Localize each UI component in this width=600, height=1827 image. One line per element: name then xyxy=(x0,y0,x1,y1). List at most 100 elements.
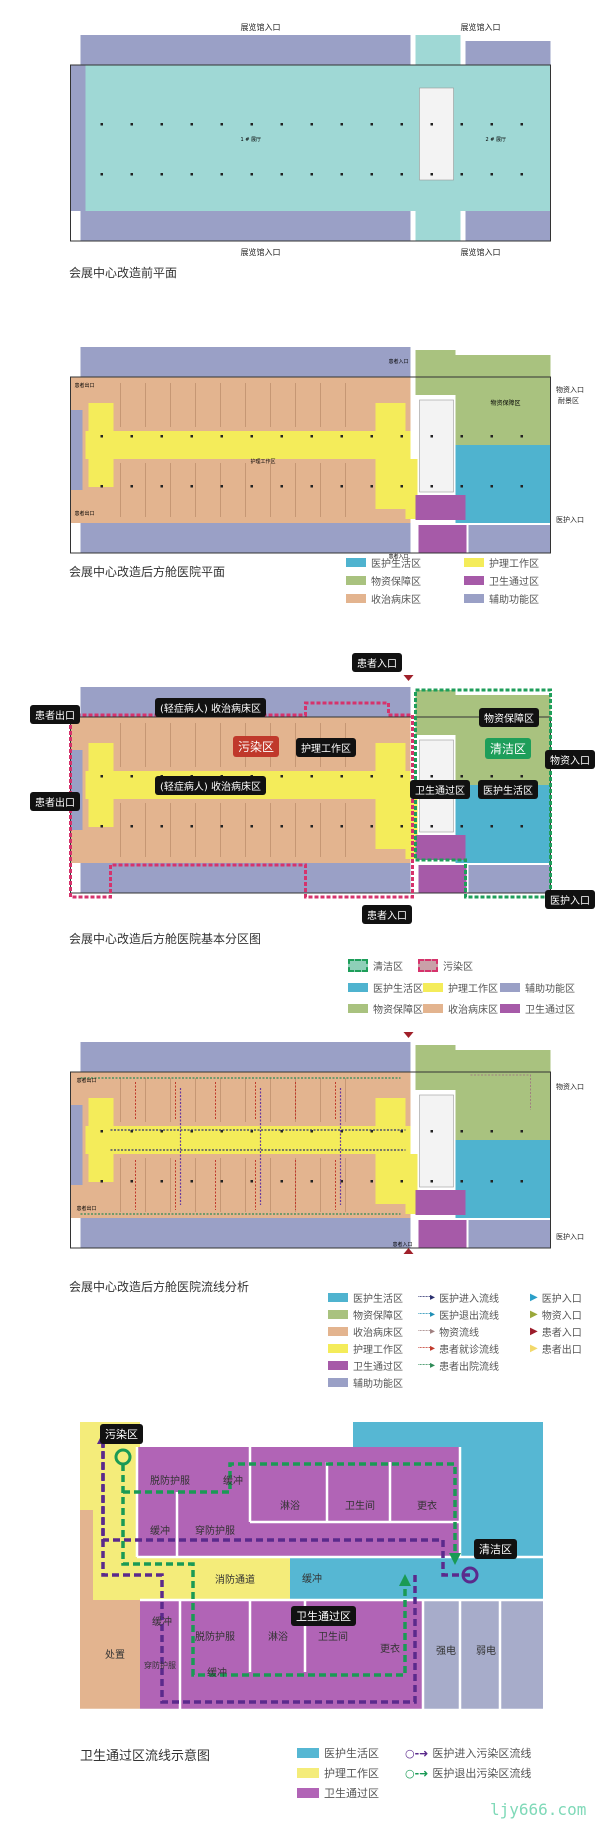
column xyxy=(400,435,403,438)
column xyxy=(310,825,313,828)
column xyxy=(460,1130,463,1133)
auxiliary-rooms xyxy=(80,347,411,377)
column xyxy=(370,1180,373,1183)
column xyxy=(340,123,343,126)
legend-item: 收治病床区 xyxy=(346,591,421,606)
column xyxy=(400,1130,403,1133)
column xyxy=(370,825,373,828)
room-label: 卫生间 xyxy=(318,1630,348,1643)
room-label: 缓冲 xyxy=(207,1666,227,1679)
nursing-zone xyxy=(375,1154,406,1204)
column xyxy=(400,173,403,176)
nursing-zone xyxy=(85,1126,411,1154)
column xyxy=(490,775,493,778)
exit-start-icon xyxy=(114,1448,132,1466)
nursing-zone-label: 护理工作区 xyxy=(251,458,276,465)
column xyxy=(460,775,463,778)
flow-plan: 患者出口 患者出口 患者入口 xyxy=(70,1032,551,1254)
supply-zone xyxy=(415,690,456,735)
column xyxy=(190,435,193,438)
column xyxy=(370,485,373,488)
auxiliary-rooms xyxy=(468,525,551,553)
column xyxy=(280,1180,283,1183)
column xyxy=(220,123,223,126)
exhibition-hall xyxy=(70,65,551,211)
disposal-room xyxy=(80,1600,140,1710)
column xyxy=(490,485,493,488)
legend-item: 护理工作区 xyxy=(464,555,539,570)
nursing-zone xyxy=(375,743,406,771)
column xyxy=(310,123,313,126)
column xyxy=(220,485,223,488)
room-label: 穿防护服 xyxy=(195,1524,235,1537)
clean-outline xyxy=(414,688,552,899)
column xyxy=(280,825,283,828)
nursing-zone xyxy=(88,799,114,827)
column xyxy=(430,775,433,778)
column xyxy=(520,485,523,488)
patient-entry-tag: 患者入口 xyxy=(352,653,402,672)
column xyxy=(520,775,523,778)
column xyxy=(160,173,163,176)
column xyxy=(340,1130,343,1133)
nursing-tag: 护理工作区 xyxy=(296,738,356,757)
caption-after: 会展中心改造后方舱医院平面 xyxy=(69,565,226,579)
medical-living-zone xyxy=(455,445,551,523)
auxiliary-rooms xyxy=(70,410,83,490)
room-label: 消防通道 xyxy=(215,1573,255,1586)
column xyxy=(130,1180,133,1183)
legend-flow-exit: ○-➜医护退出污染区流线 xyxy=(405,1766,532,1781)
nursing-zone xyxy=(85,431,411,459)
watermark: ljy666.com xyxy=(490,1800,587,1819)
auxiliary-rooms xyxy=(80,1042,411,1072)
column xyxy=(400,485,403,488)
nursing-zone xyxy=(88,743,114,771)
supply-entry-label: 物资入口 xyxy=(556,1083,584,1091)
auxiliary-rooms xyxy=(70,65,86,211)
arrow-icon xyxy=(449,1553,461,1565)
nursing-zone xyxy=(405,1154,418,1214)
column xyxy=(190,123,193,126)
legend-item: 收治病床区 xyxy=(423,1001,498,1016)
supply-entry-label: 物资入口 xyxy=(556,386,584,394)
legend-flow: ┈┈▸医护退出流线 xyxy=(418,1309,500,1322)
patient-exit-label: 患者出口 xyxy=(77,1077,97,1084)
column xyxy=(100,775,103,778)
supply-zone xyxy=(455,1050,551,1140)
nursing-zone xyxy=(375,1098,406,1126)
room-labels: 脱防护服 缓冲 淋浴 卫生间 更衣 缓冲 穿防护服 消防通道 缓冲 缓冲 脱防护… xyxy=(105,1474,496,1679)
nursing-zone xyxy=(88,459,114,487)
column xyxy=(100,1180,103,1183)
legend-flow: ┈┈▸医护进入流线 xyxy=(418,1292,500,1305)
auxiliary-rooms xyxy=(80,523,411,553)
patient-exit-label: 患者出口 xyxy=(77,1205,97,1212)
column xyxy=(340,173,343,176)
room-label: 处置 xyxy=(105,1649,125,1661)
column xyxy=(370,435,373,438)
medical-entry-label: 医护入口 xyxy=(556,1233,584,1241)
column xyxy=(370,173,373,176)
column xyxy=(220,173,223,176)
column xyxy=(160,123,163,126)
column xyxy=(430,123,433,126)
column xyxy=(100,485,103,488)
room-label: 脱防护服 xyxy=(150,1474,190,1487)
patient-entry-arrow xyxy=(403,1248,414,1254)
column xyxy=(490,173,493,176)
clean-tag: 清洁区 xyxy=(485,738,532,759)
nursing-zone xyxy=(88,403,114,431)
nursing-zone xyxy=(88,1098,114,1126)
room-label: 缓冲 xyxy=(152,1615,172,1628)
column xyxy=(280,775,283,778)
room-label: 穿防护服 xyxy=(144,1660,176,1670)
auxiliary-rooms xyxy=(80,211,411,241)
column xyxy=(250,123,253,126)
column xyxy=(250,825,253,828)
sanitation-tag: 卫生通过区 xyxy=(410,780,470,799)
patient-entry-label: 患者入口 xyxy=(389,358,409,365)
column xyxy=(490,1130,493,1133)
sanitation-zone xyxy=(415,1190,466,1215)
legend-item: 收治病床区 xyxy=(328,1324,403,1339)
entrance-label: 展览馆入口 xyxy=(241,22,281,32)
room-label: 弱电 xyxy=(476,1644,496,1657)
